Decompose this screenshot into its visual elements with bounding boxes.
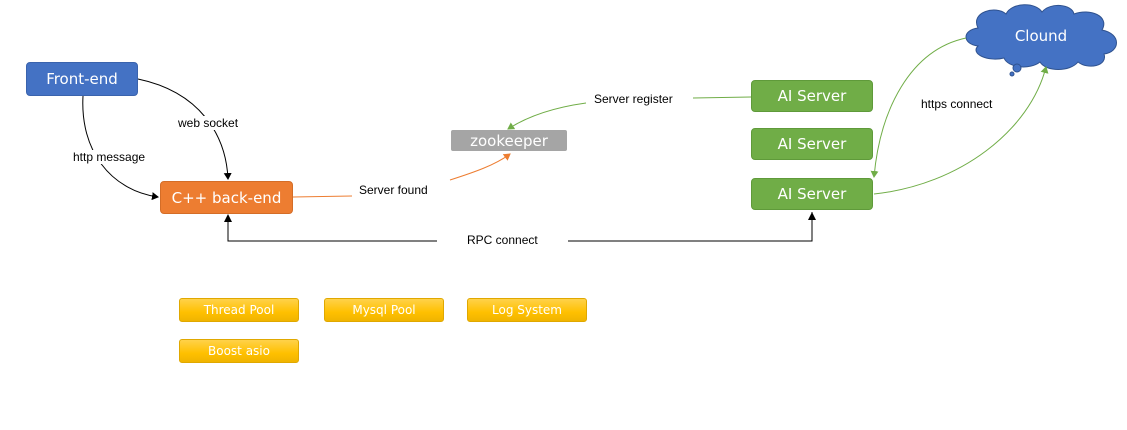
cloud-bubble	[1009, 71, 1015, 77]
zookeeper-node: zookeeper	[451, 130, 567, 151]
cpp-backend-node: C++ back-end	[160, 181, 293, 214]
server-register-edge	[692, 96, 752, 99]
http-message-edge	[82, 95, 159, 201]
ai-server-node: AI Server	[751, 178, 873, 210]
https-connect-edge	[870, 37, 967, 178]
server-found-edge	[449, 153, 511, 181]
server-found-label: Server found	[359, 183, 428, 197]
https-connect-label: https connect	[921, 97, 993, 111]
server-register-label: Server register	[594, 92, 673, 106]
rpc-connect-label: RPC connect	[437, 233, 568, 247]
cloud-shape	[965, 4, 1117, 70]
frontend-node: Front-end	[26, 62, 138, 96]
http-message-label: http message	[73, 150, 146, 164]
cloud-bubble	[1012, 63, 1022, 73]
https-connect-edge	[873, 66, 1049, 195]
mysql-pool-component: Mysql Pool	[324, 298, 444, 322]
web-socket-label: web socket	[178, 116, 239, 130]
cloud-label: Clound	[1014, 27, 1068, 45]
thread-pool-component: Thread Pool	[179, 298, 299, 322]
ai-server-node: AI Server	[751, 80, 873, 112]
boost-asio-component: Boost asio	[179, 339, 299, 363]
server-found-edge	[292, 195, 353, 198]
ai-server-node: AI Server	[751, 128, 873, 160]
log-system-component: Log System	[467, 298, 587, 322]
server-register-edge	[507, 102, 587, 130]
